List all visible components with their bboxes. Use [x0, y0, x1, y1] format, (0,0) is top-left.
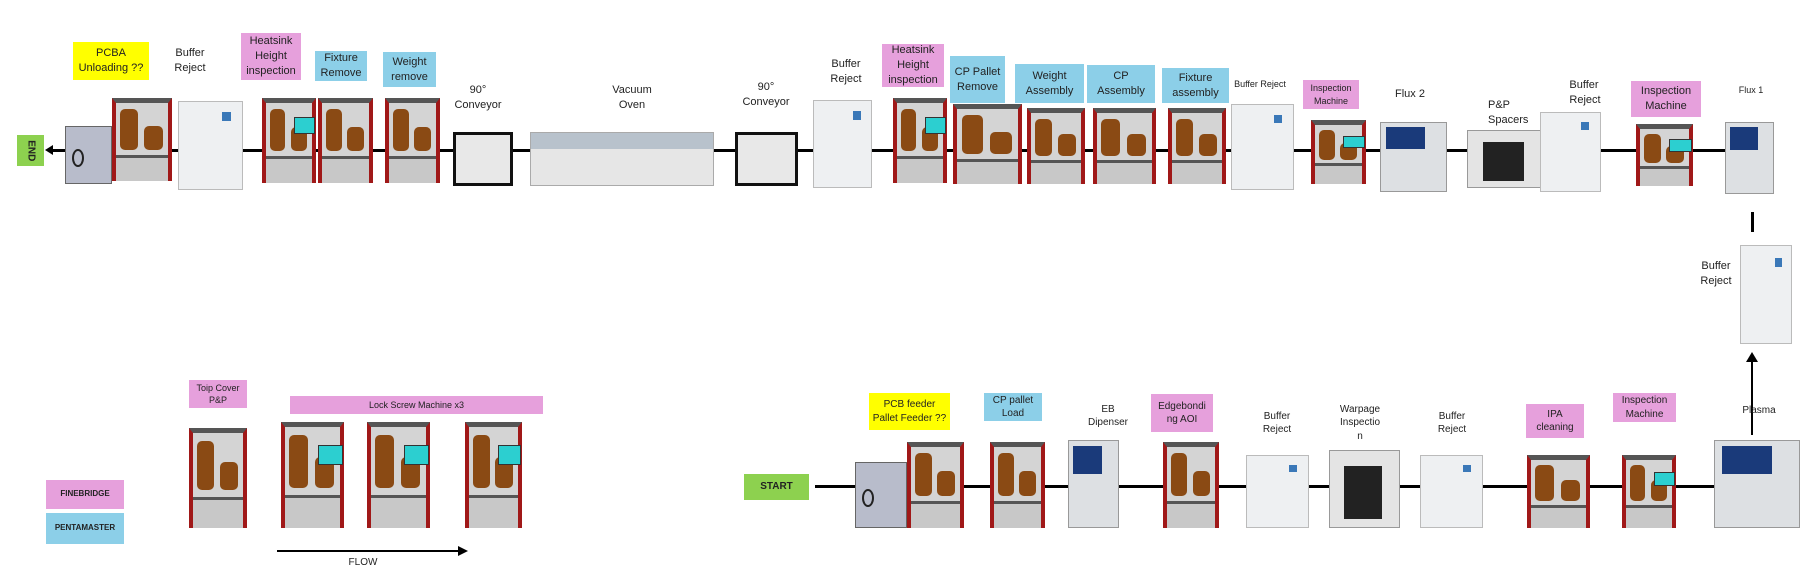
buffer-reject-machine	[813, 100, 872, 188]
label-buffer-reject: Buffer Reject	[830, 58, 862, 85]
buffer-reject-machine	[1246, 455, 1309, 528]
top-cover-pp-machine	[189, 428, 247, 528]
label-heatsink-height-inspection: Heatsink Height inspection	[882, 44, 944, 87]
fixture-remove-machine	[318, 98, 373, 183]
monitor-icon	[1343, 135, 1365, 149]
label-inspection-machine: Inspection Machine	[1613, 393, 1676, 422]
heatsink-inspection-machine	[262, 98, 316, 183]
end-arrow-line	[50, 149, 64, 152]
lock-screw-machine	[281, 422, 344, 528]
inspection-machine	[1622, 455, 1676, 528]
cp-pallet-remove-machine	[953, 104, 1022, 184]
label-warpage-inspection: Warpage Inspectio n	[1339, 403, 1381, 442]
weight-assembly-machine	[1027, 108, 1085, 184]
label-heatsink-height-inspection: Heatsink Height inspection	[241, 33, 301, 80]
warpage-inspection-machine	[1329, 450, 1400, 528]
legend-finebridge: FINEBRIDGE	[46, 480, 124, 509]
monitor-icon	[318, 445, 344, 466]
end-marker: END	[17, 135, 44, 166]
flux1-connector-line	[1751, 212, 1754, 232]
heatsink-inspection-machine	[893, 98, 947, 183]
pp-spacers-machine	[1467, 130, 1544, 188]
label-fixture-remove: Fixture Remove	[315, 51, 367, 81]
buffer-reject-machine	[178, 101, 243, 190]
fixture-assembly-machine	[1168, 108, 1226, 184]
label-inspection-machine: Inspection Machine	[1631, 81, 1701, 117]
label-90-conveyor: 90° Conveyor	[742, 81, 790, 108]
label-cp-pallet-remove: CP Pallet Remove	[950, 56, 1005, 103]
label-weight-assembly: Weight Assembly	[1015, 64, 1084, 103]
monitor-icon	[293, 117, 315, 134]
label-eb-dispenser: EB Dipenser	[1087, 403, 1129, 429]
label-buffer-reject: Buffer Reject	[1262, 410, 1292, 436]
label-cp-pallet-load: CP pallet Load	[984, 393, 1042, 421]
label-top-cover-pp: Toip Cover P&P	[189, 380, 247, 408]
label-edgebonding-aoi: Edgebondi ng AOI	[1151, 394, 1213, 432]
buffer-reject-machine	[1420, 455, 1483, 528]
buffer-reject-machine	[1740, 245, 1792, 344]
plasma-up-arrow-line	[1751, 360, 1753, 435]
label-buffer-reject: Buffer Reject	[1234, 78, 1286, 89]
label-flux-1: Flux 1	[1738, 84, 1764, 95]
monitor-icon	[1653, 472, 1675, 487]
lock-screw-machine	[367, 422, 430, 528]
end-arrow-head-icon	[45, 145, 53, 155]
pcba-unloading-machine	[112, 98, 172, 181]
label-flux-2: Flux 2	[1395, 87, 1425, 100]
unloader-magazine	[65, 126, 112, 184]
conveyor-90-machine	[735, 132, 798, 186]
monitor-icon	[1669, 139, 1692, 152]
flux-1-machine	[1725, 122, 1774, 194]
end-label: END	[25, 139, 37, 162]
start-marker: START	[744, 474, 809, 500]
label-pcb-pallet-feeder: PCB feeder Pallet Feeder ??	[869, 393, 950, 430]
label-buffer-reject-right: Buffer Reject	[1696, 259, 1736, 289]
label-weight-remove: Weight remove	[383, 52, 436, 87]
label-pp-spacers: P&P Spacers	[1488, 99, 1529, 126]
flux-2-machine	[1380, 122, 1447, 192]
weight-remove-machine	[385, 98, 440, 183]
flow-label: FLOW	[348, 557, 378, 569]
conveyor-90-machine	[453, 132, 513, 186]
inspection-machine	[1311, 120, 1366, 184]
label-pcba-unloading: PCBA Unloading ??	[73, 42, 149, 80]
eb-dispenser-machine	[1068, 440, 1119, 528]
cp-pallet-load-machine	[990, 442, 1045, 528]
label-ipa-cleaning: IPA cleaning	[1526, 404, 1584, 438]
plasma-machine	[1714, 440, 1800, 528]
vacuum-oven-machine	[530, 132, 714, 186]
monitor-icon	[924, 117, 946, 134]
label-buffer-reject: Buffer Reject	[1437, 410, 1467, 436]
cp-assembly-machine	[1093, 108, 1156, 184]
ipa-cleaning-machine	[1527, 455, 1590, 528]
monitor-icon	[498, 445, 521, 466]
legend-pentamaster: PENTAMASTER	[46, 513, 124, 544]
label-cp-assembly: CP Assembly	[1087, 65, 1155, 103]
label-fixture-assembly: Fixture assembly	[1162, 68, 1229, 103]
up-arrow-head-icon	[1746, 352, 1758, 362]
label-buffer-reject: Buffer Reject	[1569, 79, 1601, 106]
label-lock-screw-machine: Lock Screw Machine x3	[290, 396, 543, 414]
edgebonding-aoi-machine	[1163, 442, 1219, 528]
buffer-reject-machine	[1231, 104, 1294, 190]
flow-arrow-line	[277, 550, 460, 552]
label-inspection-machine: Inspection Machine	[1303, 80, 1359, 109]
label-buffer-reject: Buffer Reject	[174, 47, 206, 74]
monitor-icon	[404, 445, 430, 466]
pallet-feeder-magazine	[855, 462, 907, 528]
label-plasma: Plasma	[1742, 405, 1776, 417]
buffer-reject-machine	[1540, 112, 1601, 192]
pcb-pallet-feeder-machine	[907, 442, 964, 528]
flow-arrow-head-icon	[458, 546, 468, 556]
lock-screw-machine	[465, 422, 522, 528]
inspection-machine	[1636, 124, 1693, 186]
label-90-conveyor: 90° Conveyor	[454, 84, 502, 111]
label-vacuum-oven: Vacuum Oven	[612, 84, 652, 111]
